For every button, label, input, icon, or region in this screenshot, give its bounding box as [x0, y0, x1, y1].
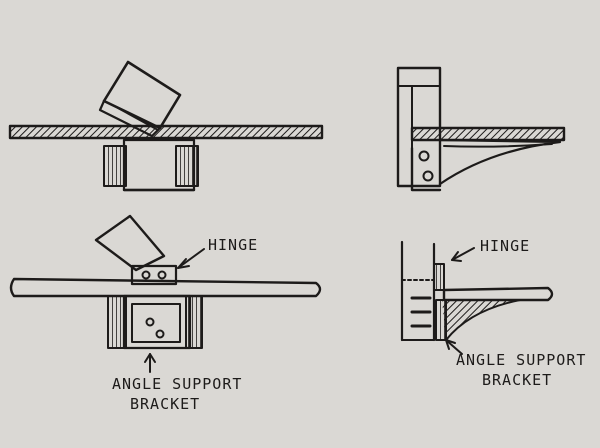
top-right-view: [396, 66, 566, 192]
bracket-label-side-line2: BRACKET: [482, 371, 553, 389]
hinge-plate-front: [130, 264, 178, 286]
hinge-arrow-front: [177, 248, 205, 269]
bottom-left-view: [9, 214, 322, 373]
rail-bottom-right: [442, 286, 554, 302]
hinge-plate-side: [433, 263, 445, 291]
bracket-arrow-side: [445, 339, 463, 355]
bolt-top-right-1: [418, 150, 430, 162]
bolt-top-right-2: [422, 170, 434, 182]
hinge-label-front: HINGE: [208, 236, 259, 254]
bottom-right-view: [400, 240, 554, 355]
folded-panel-open: [94, 214, 166, 272]
rail-top-left: [8, 124, 324, 140]
bracket-label-front-line2: BRACKET: [130, 395, 201, 413]
top-left-view: [8, 60, 324, 192]
brace-top-right: [438, 138, 562, 186]
rail-bottom-left: [9, 277, 322, 298]
hinge-arrow-side: [451, 247, 475, 261]
rail-top-right: [410, 126, 566, 142]
bracket-label-front-line1: ANGLE SUPPORT: [112, 375, 243, 393]
brace-bottom-right: [441, 299, 521, 341]
hinge-label-side: HINGE: [480, 237, 531, 255]
bracket-label-side-line1: ANGLE SUPPORT: [456, 351, 587, 369]
